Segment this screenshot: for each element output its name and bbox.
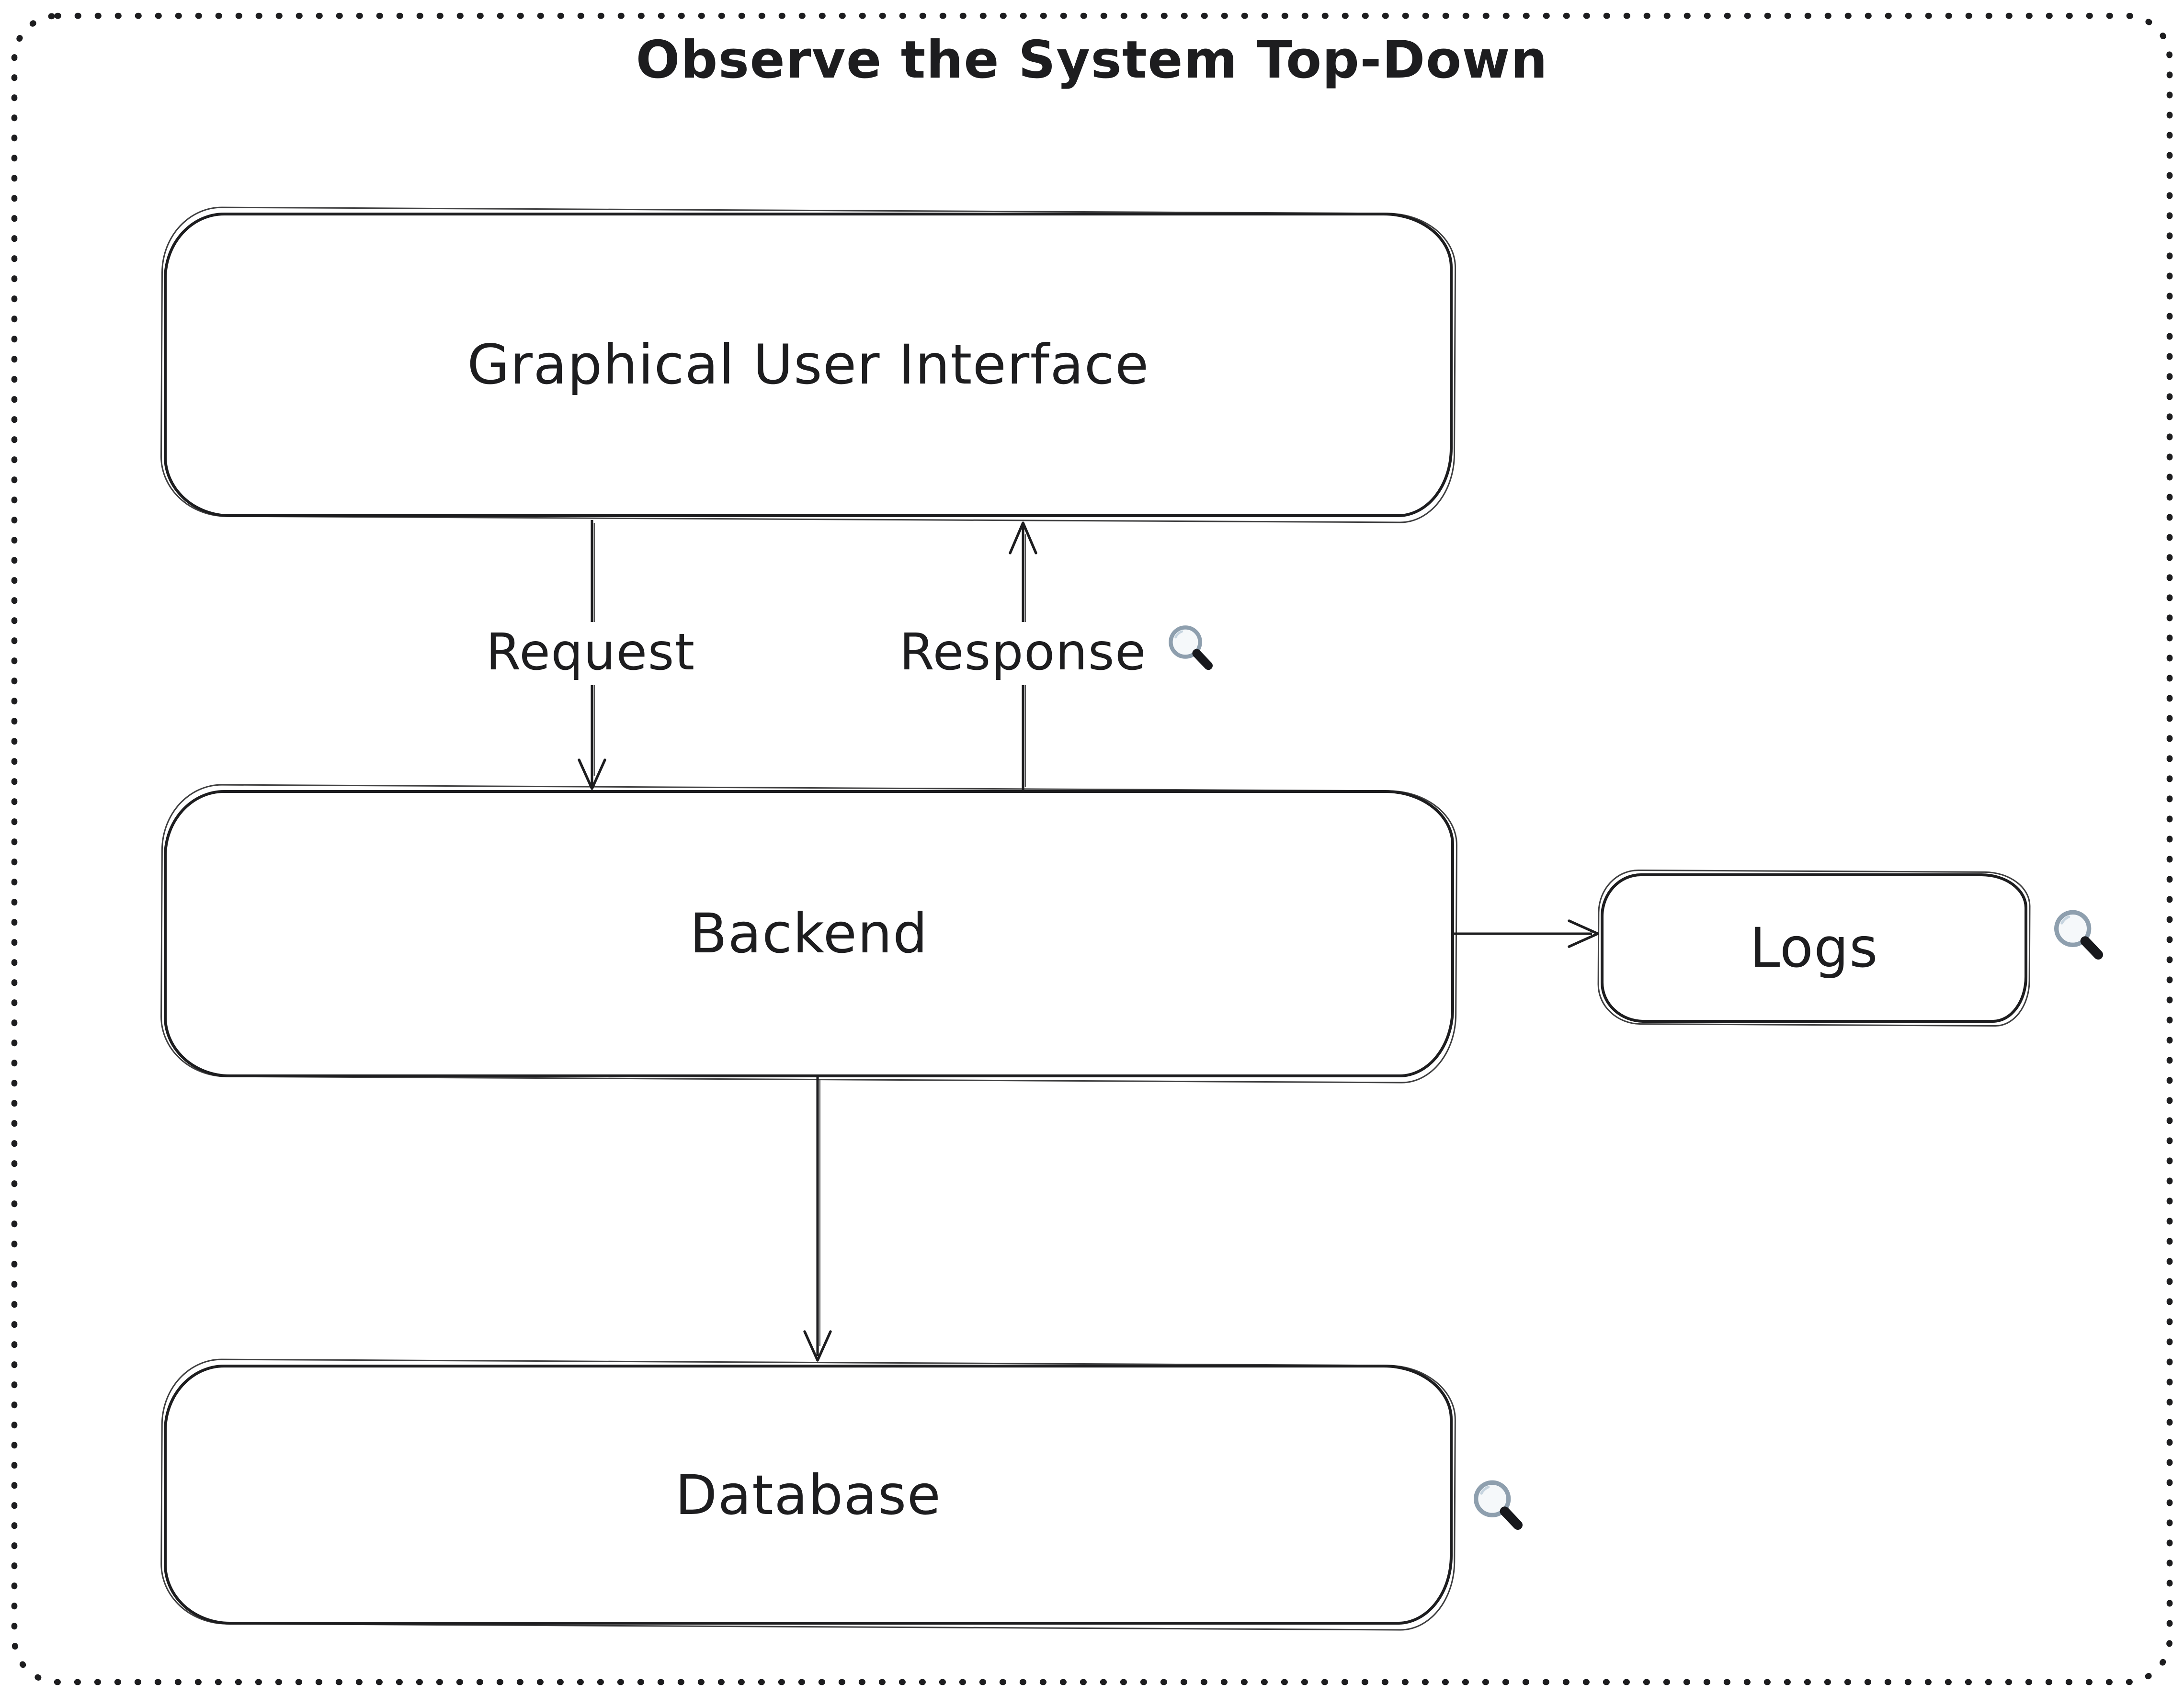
logs-node-label: Logs (1749, 916, 1878, 980)
gui-node[interactable]: Graphical User Interface (164, 213, 1453, 517)
backend-node[interactable]: Backend (164, 790, 1454, 1077)
gui-node-label: Graphical User Interface (467, 333, 1149, 396)
database-node[interactable]: Database (164, 1365, 1453, 1625)
magnifier-icon[interactable] (1165, 623, 1217, 675)
backend-node-label: Backend (690, 902, 928, 965)
backend-database-arrow (803, 1077, 832, 1362)
database-node-label: Database (675, 1463, 942, 1526)
diagram-title: Observe the System Top-Down (636, 32, 1548, 90)
logs-node[interactable]: Logs (1601, 873, 2027, 1023)
magnifier-icon[interactable] (2050, 908, 2108, 965)
response-edge-label: Response (885, 622, 1161, 685)
backend-logs-arrow (1454, 919, 1599, 948)
request-edge-label: Request (471, 622, 710, 685)
magnifier-icon[interactable] (1470, 1478, 1527, 1536)
